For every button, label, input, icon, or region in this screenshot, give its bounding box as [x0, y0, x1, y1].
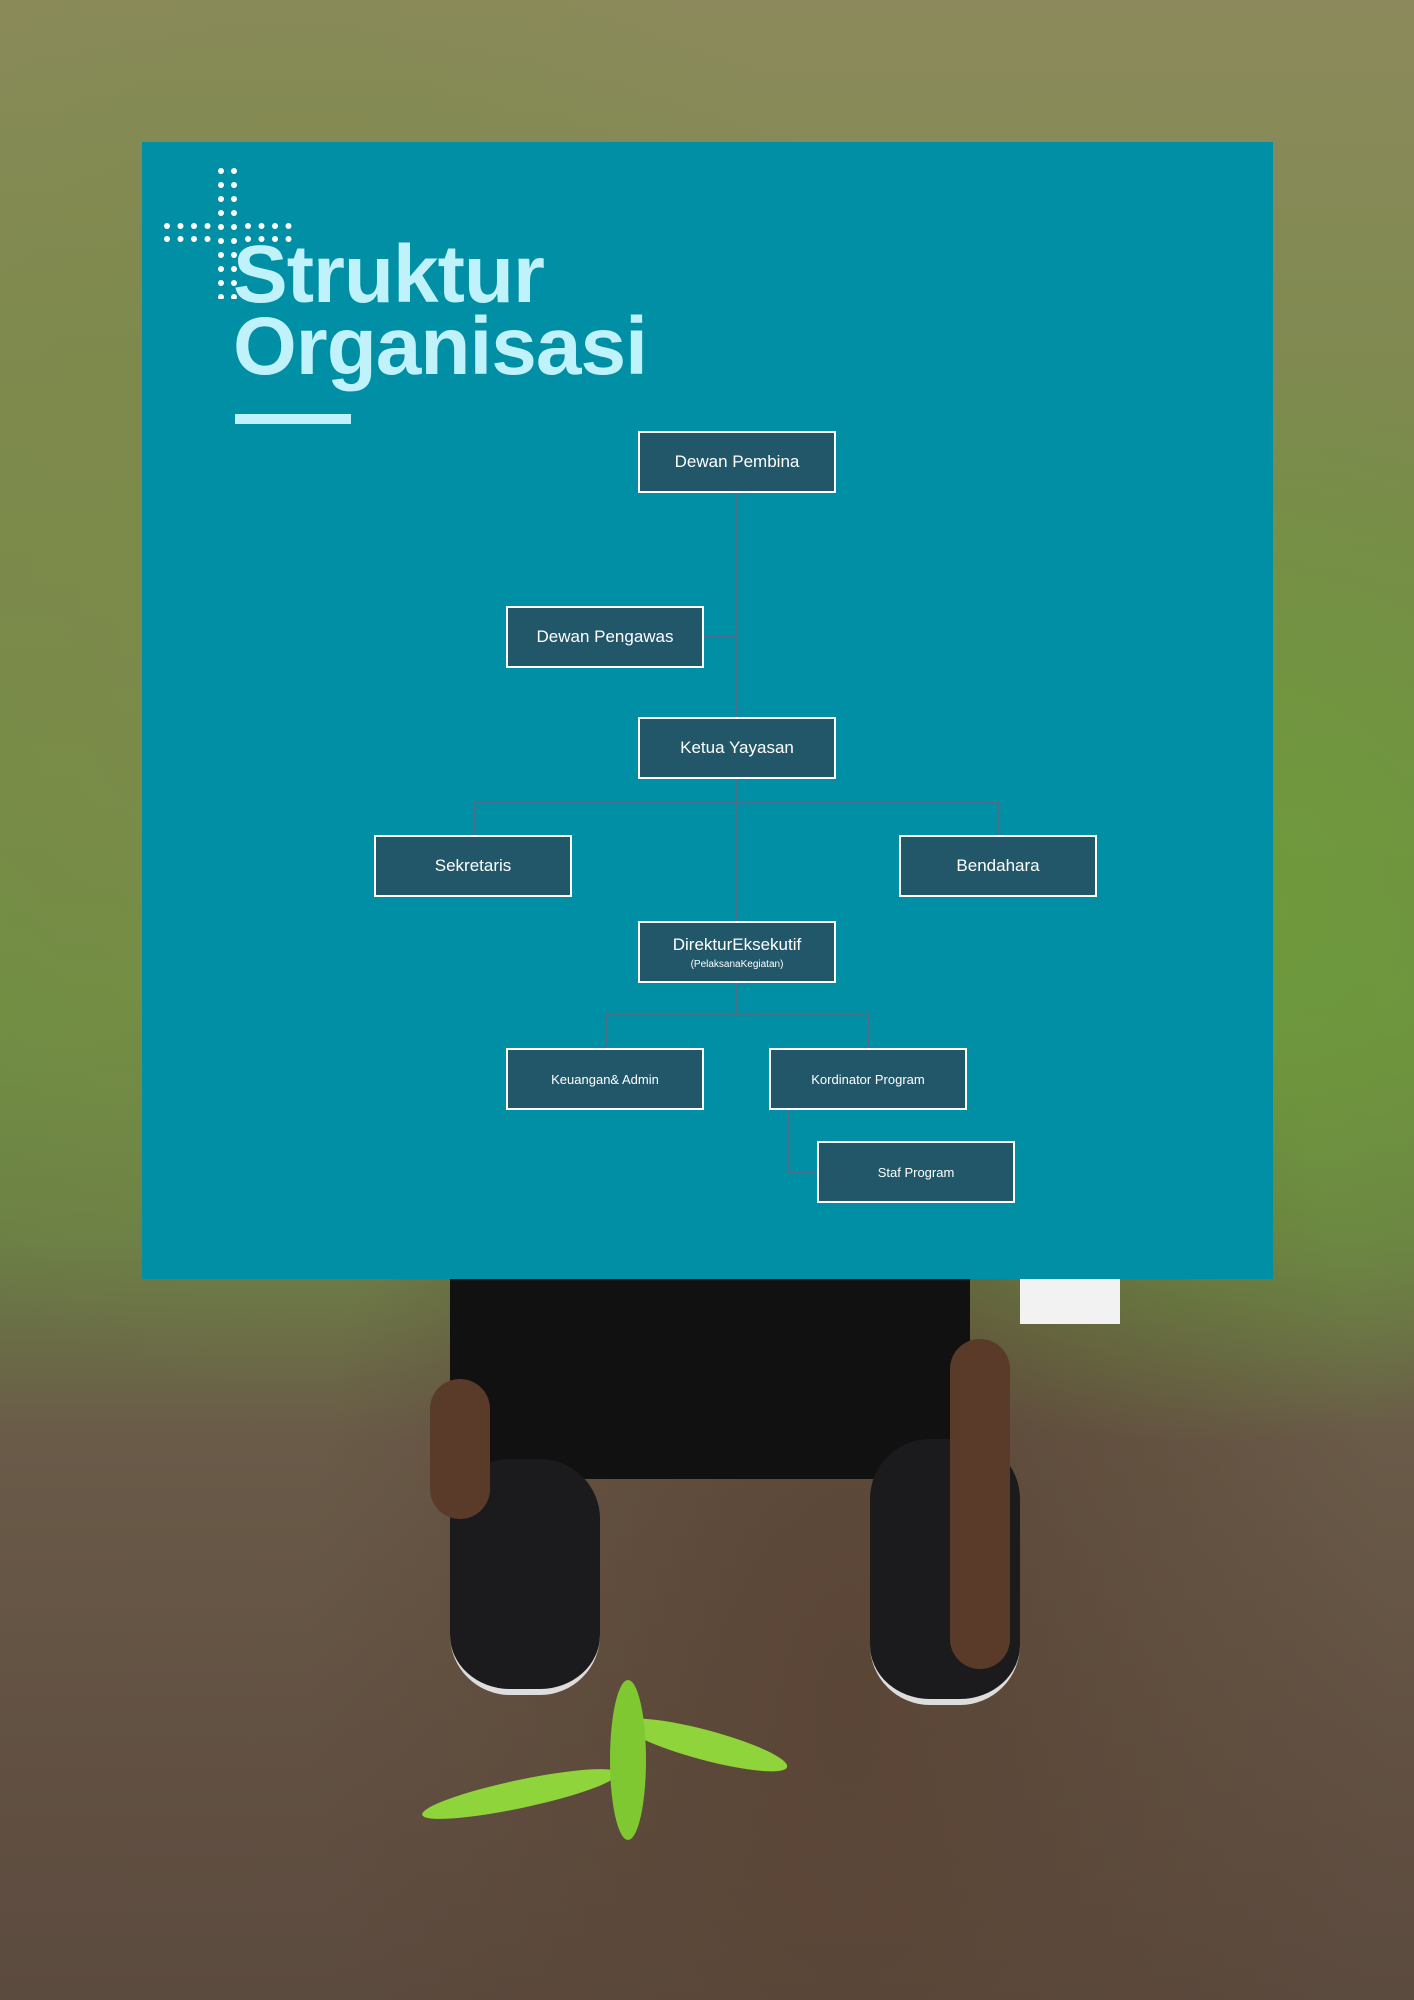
dot: [231, 280, 237, 286]
node-label: Dewan Pengawas: [536, 627, 674, 646]
connector-line: [997, 802, 999, 835]
node-bendahara: Bendahara: [899, 835, 1097, 897]
dot: [218, 224, 224, 230]
dot: [285, 223, 292, 229]
dot: [218, 266, 224, 272]
node-label: Kordinator Program: [811, 1071, 925, 1087]
dot: [218, 294, 224, 300]
node-label: Staf Program: [877, 1164, 955, 1180]
dot: [204, 236, 211, 242]
node-label: DirekturEksekutif: [672, 934, 802, 954]
dot: [231, 224, 237, 230]
seedling-photo: [419, 1680, 840, 1880]
dot: [164, 236, 170, 242]
dotted-cross-decoration: [163, 167, 298, 300]
dot: [231, 182, 237, 188]
node-direktur-eksekutif: DirekturEksekutif (PelaksanaKegiatan): [638, 921, 836, 983]
connector-line: [788, 1110, 790, 1172]
title-underline: [235, 414, 351, 424]
node-kordinator-program: Kordinator Program: [769, 1048, 967, 1110]
dot: [218, 252, 224, 258]
dot: [231, 252, 237, 258]
dot: [258, 223, 265, 229]
dot: [258, 236, 265, 242]
dot: [164, 223, 170, 229]
dot: [231, 266, 237, 272]
title-line-1: Struktur: [233, 229, 545, 320]
node-keuangan-admin: Keuangan& Admin: [506, 1048, 704, 1110]
connector-line: [867, 1014, 869, 1048]
title-line-2: Organisasi: [233, 301, 648, 392]
connector-line: [473, 802, 999, 804]
connector-line: [735, 493, 737, 921]
dot: [218, 196, 224, 202]
node-label: Bendahara: [956, 856, 1040, 875]
dot: [218, 280, 224, 286]
dot: [231, 196, 237, 202]
connector-line: [605, 1014, 607, 1048]
dot: [231, 238, 237, 244]
node-ketua-yayasan: Ketua Yayasan: [638, 717, 836, 779]
dot: [231, 168, 237, 174]
dot: [272, 236, 278, 242]
dot: [177, 236, 184, 242]
node-sekretaris: Sekretaris: [374, 835, 572, 897]
node-label: Sekretaris: [434, 856, 512, 875]
dot: [218, 210, 224, 216]
dot: [285, 236, 292, 242]
dot: [231, 294, 237, 300]
node-dewan-pengawas: Dewan Pengawas: [506, 606, 704, 668]
dot: [218, 182, 224, 188]
dot: [245, 236, 251, 242]
dot: [191, 236, 197, 242]
dot: [177, 223, 184, 229]
node-label: Keuangan& Admin: [551, 1071, 659, 1087]
dot: [272, 223, 278, 229]
dot: [245, 223, 251, 229]
connector-line: [704, 635, 736, 637]
node-label: Dewan Pembina: [674, 452, 800, 471]
dot: [218, 238, 224, 244]
dot: [218, 168, 224, 174]
connector-line: [788, 1171, 818, 1173]
connector-line: [735, 983, 737, 1015]
dot: [231, 210, 237, 216]
dot: [204, 223, 211, 229]
person-planting-photo: [370, 1279, 1170, 1705]
node-label: Ketua Yayasan: [680, 738, 794, 757]
connector-line: [473, 802, 475, 835]
dot: [191, 223, 197, 229]
connector-line: [605, 1014, 869, 1016]
node-staf-program: Staf Program: [817, 1141, 1015, 1203]
node-dewan-pembina: Dewan Pembina: [638, 431, 836, 493]
org-structure-panel: [142, 142, 1273, 1279]
node-sublabel: (PelaksanaKegiatan): [690, 958, 784, 970]
